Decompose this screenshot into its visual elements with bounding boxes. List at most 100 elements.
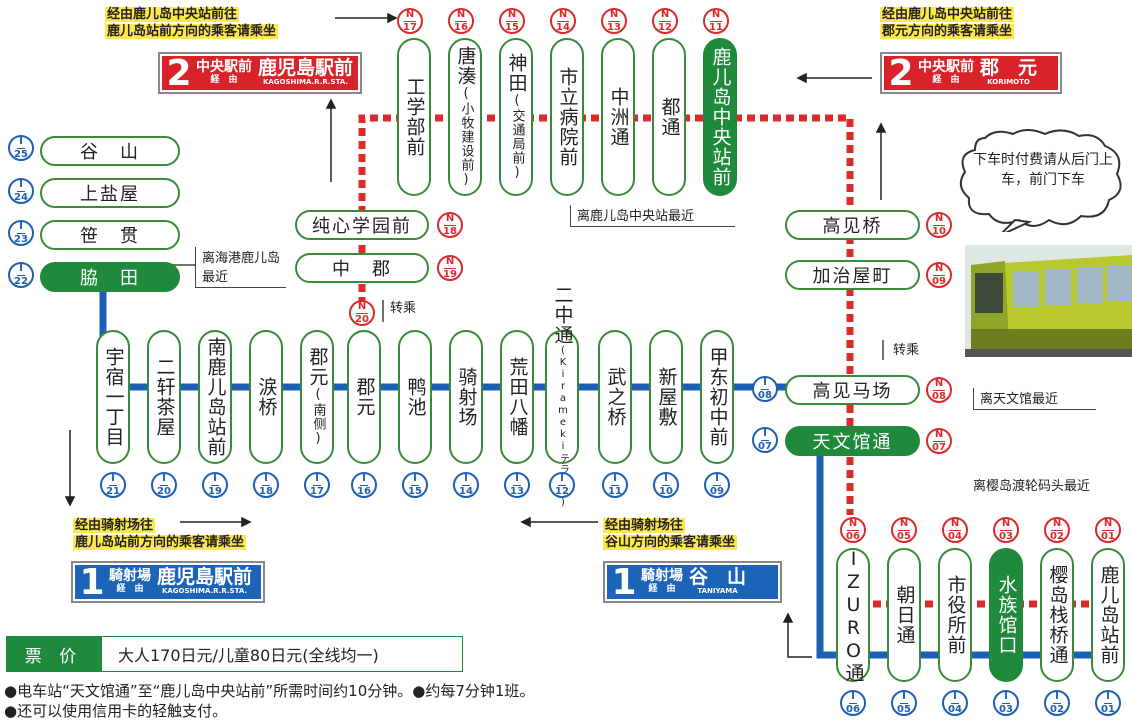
station-izuro-dori[interactable]: IZURO通 [836, 548, 870, 683]
station-korimoto-south[interactable]: 郡元(南侧) [300, 330, 334, 464]
station-tenmonkan-dori[interactable]: 天文馆通 [785, 426, 920, 456]
station-name: 中 郡 [332, 259, 392, 280]
station-taniyama[interactable]: 谷 山 [40, 136, 180, 166]
sign-via-sub: 経 由 [648, 583, 676, 594]
code-number: 20 [355, 313, 369, 325]
station-kogakubumae[interactable]: 工学部前 [397, 38, 431, 196]
callout-text: 离鹿儿岛中央站最近 [577, 209, 695, 224]
code-number: 16 [357, 485, 371, 497]
station-asahi-dori[interactable]: 朝日通 [887, 548, 921, 682]
station-name: 樱岛栈桥通 [1046, 565, 1069, 665]
code-number: 04 [948, 530, 962, 542]
station-sakurajima-sambashi-dori[interactable]: 樱岛栈桥通 [1040, 548, 1074, 682]
station-nikenchaya[interactable]: 二轩茶屋 [147, 330, 181, 464]
callout-text: 离天文馆最近 [980, 392, 1059, 407]
station-korimoto[interactable]: 郡元 [347, 330, 381, 464]
station-shinyashiki[interactable]: 新屋敷 [649, 330, 683, 464]
code-number: 08 [932, 390, 946, 402]
code-line: I [662, 472, 670, 486]
code-number: 16 [454, 21, 468, 33]
sign-dest-name: 郡 元 [980, 57, 1038, 80]
station-nakagori[interactable]: 中 郡 [295, 253, 429, 283]
code-number: 04 [948, 703, 962, 715]
station-kanda[interactable]: 神田(交通局前) [499, 38, 533, 196]
code-number: 25 [14, 148, 28, 160]
station-miyako-dori[interactable]: 都通 [652, 38, 686, 196]
callout-transfer-korimoto: 转乘 [390, 297, 416, 316]
station-namidabashi[interactable]: 涙桥 [249, 330, 283, 464]
code-number: 01 [1101, 530, 1115, 542]
station-kishaba[interactable]: 骑射场 [449, 330, 483, 464]
station-shiyakushomae[interactable]: 市役所前 [938, 548, 972, 682]
code-number: 06 [846, 530, 860, 542]
station-shiritsu-byoinmae[interactable]: 市立病院前 [550, 38, 584, 196]
code-number: 03 [999, 703, 1013, 715]
code-line: I [462, 472, 470, 486]
station-junshin-gakuenmae[interactable]: 纯心学园前 [295, 210, 429, 240]
station-toso[interactable]: 唐湊(小牧建设前) [448, 38, 482, 196]
station-wakita[interactable]: 脇 田 [40, 262, 180, 292]
station-usuki-itchome[interactable]: 宇宿一丁目 [96, 330, 130, 464]
note-line: 经由鹿儿岛中央站前往 [880, 7, 1015, 22]
station-takamibaba[interactable]: 高见马场 [785, 375, 920, 405]
sign-dest-name: 鹿児島駅前 [258, 57, 354, 80]
code-line: I [513, 472, 521, 486]
station-label: 神田(交通局前) [506, 53, 528, 181]
station-suizokukanguchi[interactable]: 水族馆口 [989, 548, 1023, 682]
code-number: 05 [897, 703, 911, 715]
station-sasanuki[interactable]: 笹 贯 [40, 220, 180, 250]
callout-chuo: 离鹿儿岛中央站最近 [570, 205, 735, 227]
station-name: 工学部前 [403, 77, 426, 157]
code-line: N [556, 8, 570, 22]
station-kamoike[interactable]: 鸭池 [398, 330, 432, 464]
code-number: 10 [932, 225, 946, 237]
station-takamibashi[interactable]: 高见桥 [785, 210, 920, 240]
code-number: 17 [310, 485, 324, 497]
sign-dest-en: KAGOSHIMA.R.R.STA. [262, 78, 349, 87]
sign-number: 1 [79, 561, 105, 603]
note-line: 郡元方向的乘客请乘坐 [880, 24, 1015, 39]
station-minami-kagoshima[interactable]: 南鹿儿岛站前 [198, 330, 232, 464]
station-name: 鹿儿岛中央站前 [709, 47, 732, 187]
code-number: 05 [897, 530, 911, 542]
station-takenohashi[interactable]: 武之桥 [598, 330, 632, 464]
station-nichu-dori[interactable]: 二中通(Kiramekiテラス前) [545, 285, 579, 509]
code-line: N [709, 8, 723, 22]
code-number: 14 [459, 485, 473, 497]
sign-dest-en: KAGOSHIMA.R.R.STA. [161, 587, 248, 596]
fare-label-text: 票 价 [24, 646, 83, 667]
station-kajiyacho[interactable]: 加治屋町 [785, 260, 920, 290]
station-name: 高见桥 [822, 216, 883, 237]
station-name: 水族馆口 [995, 575, 1018, 655]
sign-via: 騎射場経 由 [109, 568, 151, 594]
sign-via-sub: 経 由 [932, 74, 960, 85]
station-koto-chugakkomae[interactable]: 甲东初中前 [700, 330, 734, 464]
callout-text: 离海港鹿儿岛最近 [202, 251, 281, 285]
footer-line-1: ●电车站“天文馆通”至“鹿儿岛中央站前”所需时间约10分钟。●约每7分钟1班。 [4, 682, 535, 700]
note-line: 经由鹿儿岛中央站前往 [105, 7, 240, 22]
station-kami-shioya[interactable]: 上盐屋 [40, 178, 180, 208]
code-line: I [411, 472, 419, 486]
station-kagoshima-ekimae[interactable]: 鹿儿岛站前 [1091, 548, 1125, 682]
station-nakasu-dori[interactable]: 中洲通 [601, 38, 635, 196]
station-kagoshima-chuo[interactable]: 鹿儿岛中央站前 [703, 38, 737, 196]
station-arata-hachiman[interactable]: 荒田八幡 [500, 330, 534, 464]
code-number: 19 [443, 268, 457, 280]
